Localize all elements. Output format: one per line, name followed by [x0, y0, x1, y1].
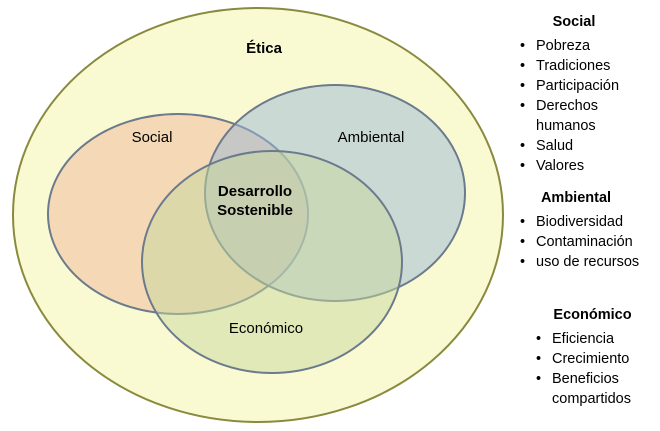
list-item: Valores [514, 156, 634, 176]
list-item: Tradiciones [514, 56, 634, 76]
list-item: Derechos humanos [514, 96, 634, 136]
label-sostenible: Sostenible [217, 202, 293, 219]
venn-diagram: Ética Social Ambiental Económico Desarro… [12, 7, 504, 423]
legend-economico-title: Económico [553, 307, 632, 323]
list-item: Pobreza [514, 36, 634, 56]
label-ambiental: Ambiental [338, 129, 405, 146]
label-social: Social [132, 129, 173, 146]
list-item: Beneficios compartidos [530, 369, 655, 409]
list-item: Crecimiento [530, 349, 655, 369]
label-economico: Económico [229, 320, 303, 337]
legend-economico: Económico Eficiencia Crecimiento Benefic… [530, 305, 655, 409]
list-item: Salud [514, 136, 634, 156]
legend-social-title: Social [552, 14, 596, 30]
label-etica: Ética [246, 40, 283, 57]
legend-social: Social Pobreza Tradiciones Participación… [514, 12, 634, 176]
circle-economico [141, 150, 403, 374]
label-desarrollo: Desarrollo [218, 183, 292, 200]
list-item: Eficiencia [530, 329, 655, 349]
list-item: Participación [514, 76, 634, 96]
legend-ambiental-title: Ambiental [540, 190, 612, 206]
list-item: Contaminación [514, 232, 656, 252]
legend-ambiental: Ambiental Biodiversidad Contaminación us… [514, 188, 656, 272]
list-item: Biodiversidad [514, 212, 656, 232]
list-item: uso de recursos [514, 252, 656, 272]
